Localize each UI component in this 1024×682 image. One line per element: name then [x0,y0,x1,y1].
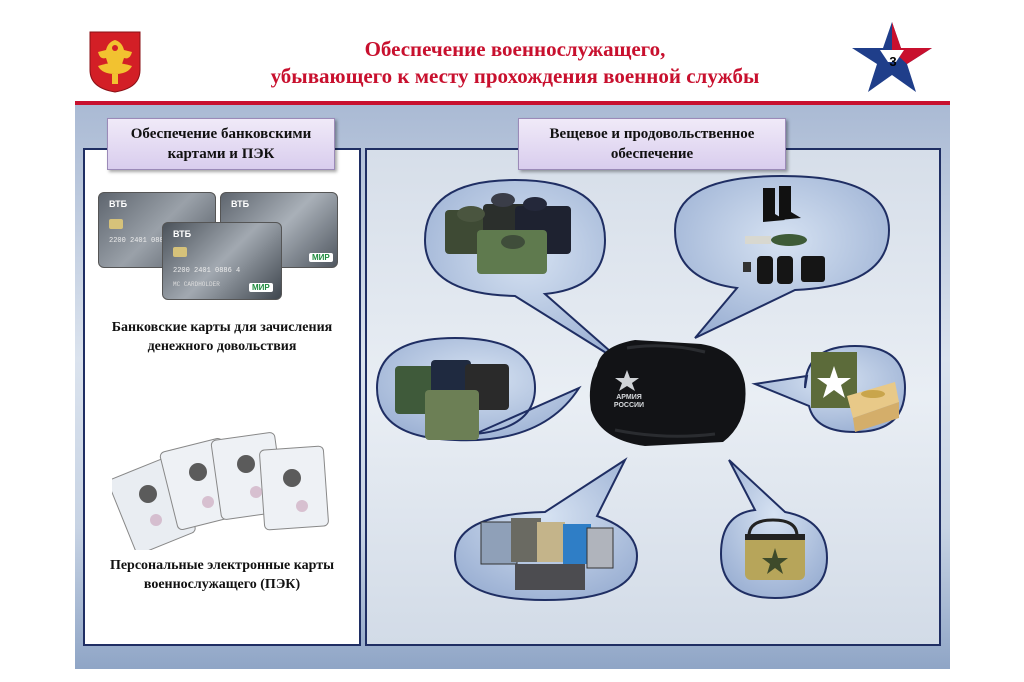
title-line-1: Обеспечение военнослужащего, [364,37,666,61]
pek-cards-image [108,430,332,555]
uniform-items [445,193,571,274]
outerwear-items [395,360,509,440]
underwear-items [480,518,614,590]
bank-cards-image: ВТБ 2200 2401 0886 4 ВТБ МИР ВТБ 2200 24… [98,192,348,304]
page-number: 3 [889,54,897,69]
title-divider [75,101,950,105]
page-title: Обеспечение военнослужащего, убывающего … [150,36,880,90]
coat-of-arms-logo [88,30,142,94]
army-star-logo: 3 [850,20,934,96]
supply-header: Вещевое и продовольственное обеспечение [518,118,786,170]
bank-cards-header: Обеспечение банковскими картами и ПЭК [107,118,335,170]
bag-label: АРМИЯ РОССИИ [613,394,645,409]
title-line-2: убывающего к месту прохождения военной с… [270,64,760,88]
supply-diagram: АРМИЯ РОССИИ [365,170,941,646]
ration-box [811,352,899,432]
duffel-bag [589,340,746,446]
bank-card: ВТБ 2200 2401 0886 4 MC CARDHOLDER МИР [162,222,282,300]
bank-cards-caption: Банковские карты для зачисления денежног… [111,320,333,354]
toiletry-bag [745,518,805,580]
pek-cards-caption: Персональные электронные карты военнослу… [109,558,335,592]
boots-gloves-items [743,186,825,284]
